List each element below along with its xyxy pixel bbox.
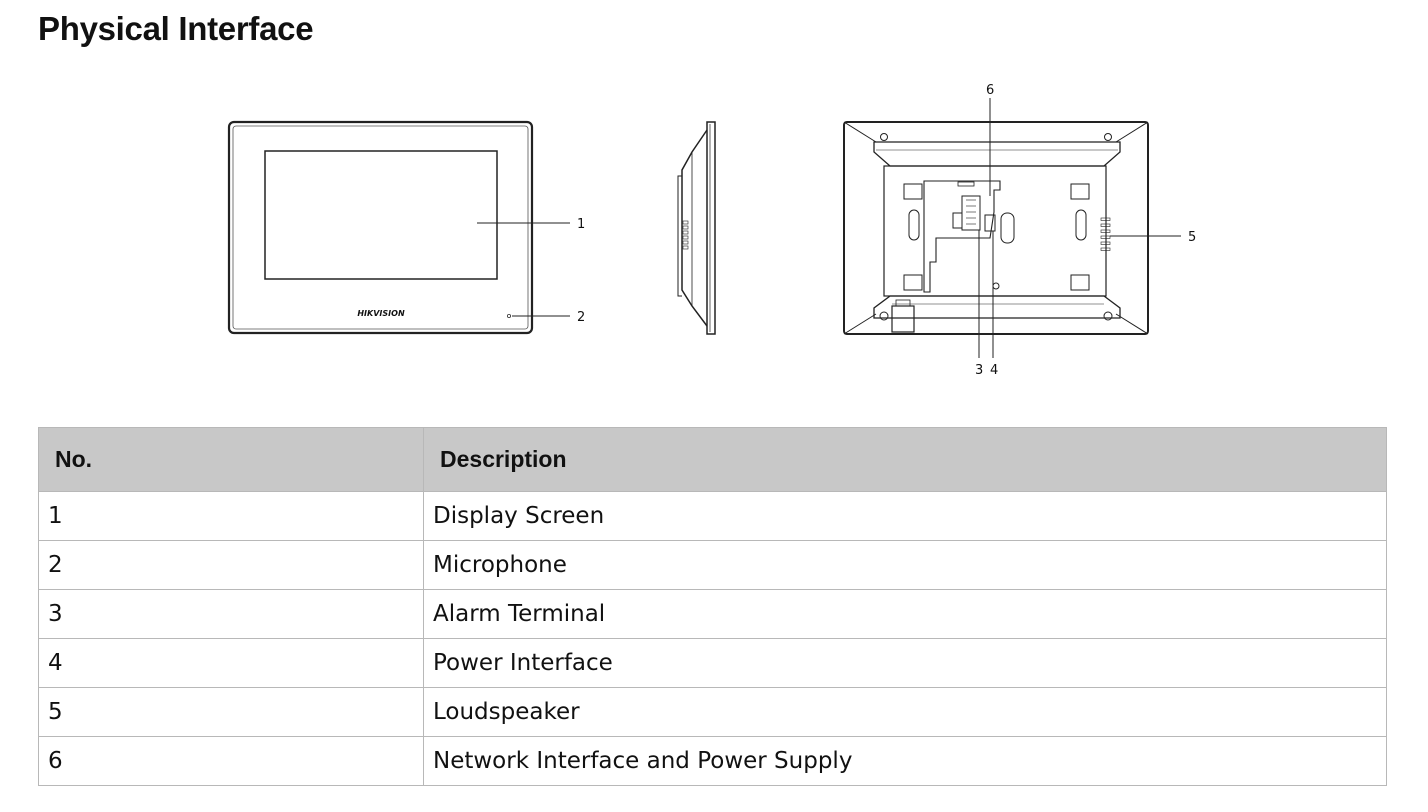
row-description: Microphone [423,540,1387,590]
row-no: 1 [38,491,424,541]
callout-2: 2 [577,310,585,325]
table-row: 5 Loudspeaker [38,687,1387,737]
callout-4: 4 [990,363,998,378]
interface-table: No. Description 1 Display Screen 2 Micro… [38,427,1387,786]
display-screen [264,150,498,280]
row-description: Alarm Terminal [423,589,1387,639]
brand-logo: HIKVISION [357,309,405,318]
callout-1: 1 [577,217,585,232]
rear-callouts: 6 5 3 4 [975,83,1196,378]
front-view: HIKVISION 1 2 [227,120,585,335]
table-row: 6 Network Interface and Power Supply [38,736,1387,786]
row-description: Network Interface and Power Supply [423,736,1387,786]
row-description: Power Interface [423,638,1387,688]
row-no: 4 [38,638,424,688]
row-no: 3 [38,589,424,639]
callout-5: 5 [1188,230,1196,245]
row-description: Loudspeaker [423,687,1387,737]
header-description: Description [423,427,1387,492]
callout-6: 6 [986,83,994,98]
row-no: 6 [38,736,424,786]
table-row: 3 Alarm Terminal [38,589,1387,639]
row-no: 2 [38,540,424,590]
table-row: 4 Power Interface [38,638,1387,688]
table-header-row: No. Description [38,427,1387,492]
row-no: 5 [38,687,424,737]
device-diagram: HIKVISION 1 2 [227,83,1196,378]
page-title: Physical Interface [38,10,314,47]
header-no: No. [38,427,424,492]
table-row: 1 Display Screen [38,491,1387,541]
callout-3: 3 [975,363,983,378]
row-description: Display Screen [423,491,1387,541]
rear-view [843,121,1149,335]
side-view [677,121,716,335]
table-row: 2 Microphone [38,540,1387,590]
microphone-hole [506,313,511,318]
